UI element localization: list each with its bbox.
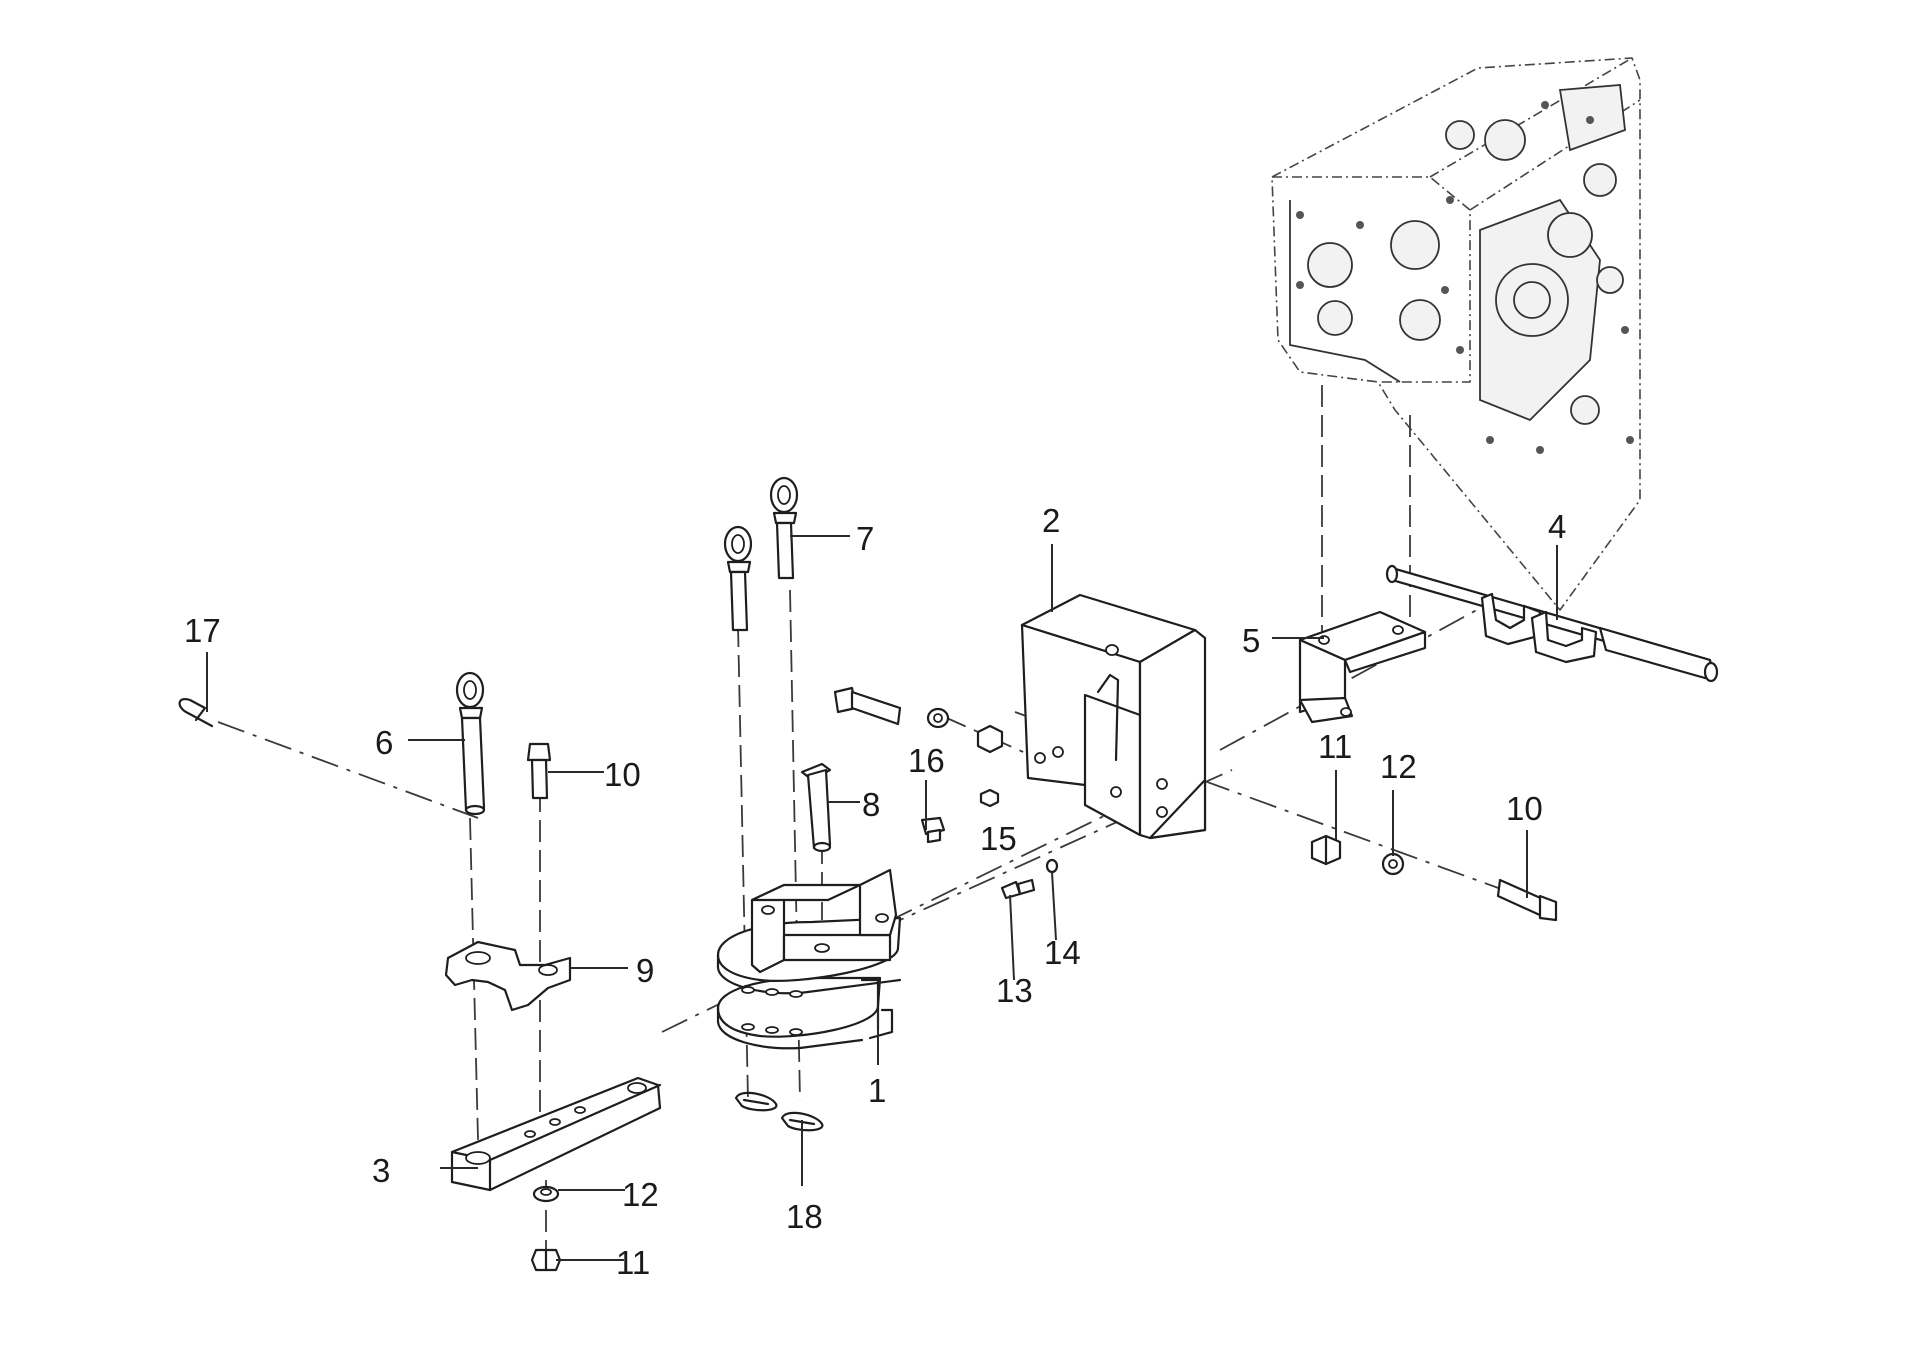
callout-17: 17 xyxy=(184,612,221,649)
callout-13: 13 xyxy=(996,972,1033,1009)
leader-lines xyxy=(206,535,1558,1261)
callout-10a: 10 xyxy=(604,756,641,793)
part-5-mounting-bracket xyxy=(1298,610,1427,724)
callout-4: 4 xyxy=(1548,508,1566,545)
callout-3: 3 xyxy=(372,1152,390,1189)
part-4-shaft xyxy=(1385,564,1719,683)
callout-5: 5 xyxy=(1242,622,1260,659)
part-8-pin xyxy=(800,762,832,853)
part-11-nut-right xyxy=(1310,834,1342,866)
callout-7: 7 xyxy=(856,520,874,557)
part-11-nut-bottom xyxy=(530,1248,562,1272)
part-10-bolt-right xyxy=(1496,878,1558,922)
part-12-washer-bottom xyxy=(532,1185,560,1203)
part-2-support-frame xyxy=(1020,593,1207,840)
part-15-nut xyxy=(979,788,1000,808)
callout-11b: 11 xyxy=(616,1244,650,1281)
callout-1: 1 xyxy=(868,1072,886,1109)
part-3-drawbar xyxy=(450,1076,662,1192)
part-14-washer xyxy=(1045,858,1059,874)
callout-18: 18 xyxy=(786,1198,823,1235)
callout-6: 6 xyxy=(375,724,393,761)
part-9-bracket xyxy=(444,940,572,1012)
callout-labels: 1 2 3 4 5 6 7 8 9 10 10 11 11 12 12 13 1… xyxy=(184,502,1566,1281)
callout-11a: 11 xyxy=(1318,728,1352,765)
part-7-eye-pins xyxy=(723,476,799,632)
transmission-housing xyxy=(1271,57,1641,611)
callout-12a: 12 xyxy=(1380,748,1417,785)
part-13-screw xyxy=(1000,878,1036,900)
part-16-bolt-washer-nut xyxy=(833,686,1004,754)
callout-8: 8 xyxy=(862,786,880,823)
callout-15: 15 xyxy=(980,820,1017,857)
part-10-bolt-left xyxy=(526,742,552,800)
part-1-hitch-assembly xyxy=(716,868,902,1050)
part-screw-under-16 xyxy=(920,816,946,844)
part-17-r-clip xyxy=(178,698,214,728)
callout-14: 14 xyxy=(1044,934,1081,971)
callout-16: 16 xyxy=(908,742,945,779)
callout-2: 2 xyxy=(1042,502,1060,539)
part-6-eye-pin xyxy=(455,671,486,816)
callout-12b: 12 xyxy=(622,1176,659,1213)
centre-lines xyxy=(217,385,1546,1250)
callout-10b: 10 xyxy=(1506,790,1543,827)
part-12-washer-right xyxy=(1381,852,1405,876)
callout-9: 9 xyxy=(636,952,654,989)
part-18-clips xyxy=(734,1091,824,1132)
